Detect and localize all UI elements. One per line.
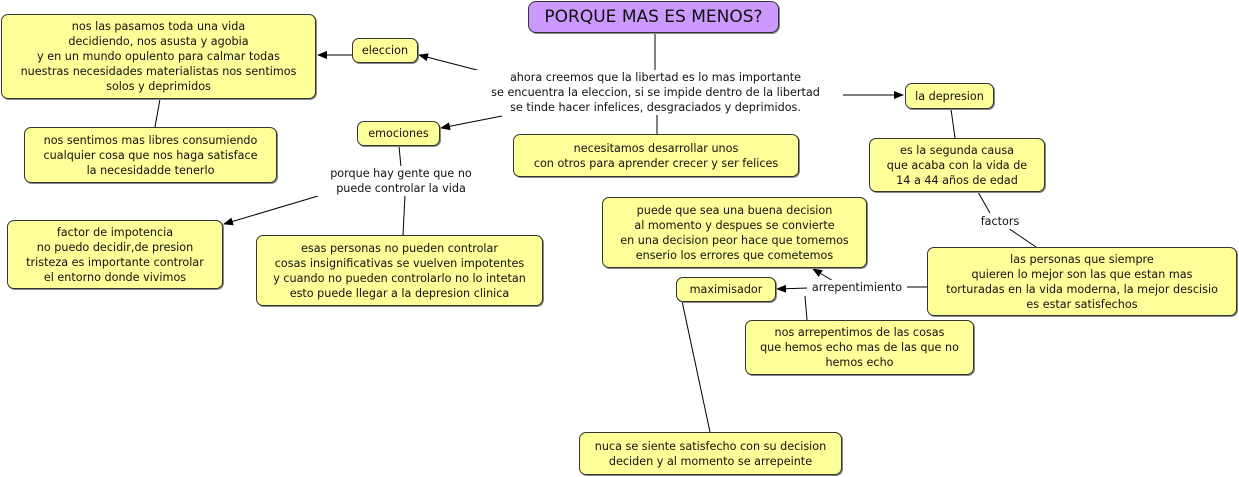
linking-phrase-factors[interactable]: factors [978,214,1022,229]
concept-segunda-causa[interactable]: es la segunda causa que acaba con la vid… [869,138,1045,192]
link-emociones-porque [398,145,402,168]
link-arrep-maximisador [776,284,809,293]
linking-phrase-porque-hay[interactable]: porque hay gente que no puede controlar … [312,166,490,196]
concept-nuca[interactable]: nuca se siente satisfecho con su decisio… [579,432,842,475]
linking-phrase-libertad[interactable]: ahora creemos que la libertad es lo mas … [468,70,843,115]
main-title-concept[interactable]: PORQUE MAS ES MENOS? [528,1,779,33]
concept-depresion[interactable]: la depresion [905,83,994,109]
link-maximisador-nuca [681,300,711,433]
link-depresion-segunda [950,108,956,139]
link-porque-impotencia [223,195,319,226]
link-factors-personas [1007,227,1037,248]
concept-maximisador[interactable]: maximisador [676,277,776,302]
link-arrep-buena [812,268,836,283]
concept-buena-decision[interactable]: puede que sea una buena decision al mome… [602,197,867,268]
link-arrepentimos-arrep [804,295,808,321]
link-libertad-emociones [440,115,503,131]
concept-esas-personas[interactable]: esas personas no pueden controlar cosas … [256,235,543,306]
linking-phrase-arrepentimiento[interactable]: arrepentimiento [807,280,907,295]
concept-libres[interactable]: nos sentimos mas libres consumiendo cual… [24,127,277,183]
link-desc-libres [154,98,161,128]
concept-eleccion[interactable]: eleccion [352,38,418,63]
link-porque-esas [402,194,406,236]
concept-arrepentimos[interactable]: nos arrepentimos de las cosas que hemos … [745,320,974,375]
concept-emociones[interactable]: emociones [357,121,440,146]
concept-impotencia[interactable]: factor de impotencia no puedo decidir,de… [7,220,223,289]
concept-personas-siempre[interactable]: las personas que siempre quieren lo mejo… [927,247,1237,316]
concept-necesitamos[interactable]: necesitamos desarrollar unos con otros p… [513,134,799,177]
link-segunda-factors [977,191,991,214]
concept-eleccion-desc[interactable]: nos las pasamos toda una vida decidiendo… [1,14,316,99]
